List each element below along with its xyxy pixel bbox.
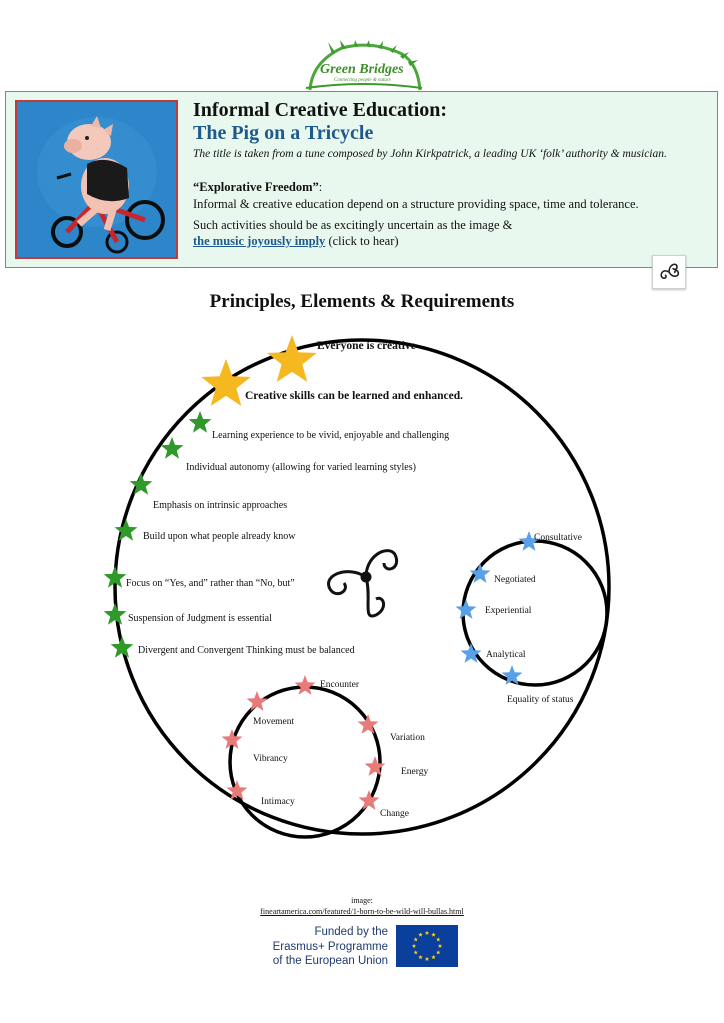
triskele-symbol bbox=[327, 549, 399, 618]
eu-flag-icon bbox=[396, 925, 458, 967]
green-star-icon bbox=[103, 566, 127, 588]
triskele-icon bbox=[660, 263, 680, 279]
blue-star-icon bbox=[455, 599, 477, 619]
freedom-paragraph-line3: the music joyously imply (click to hear) bbox=[193, 234, 399, 249]
principle-label: Build upon what people already know bbox=[143, 531, 296, 542]
logo-text: Green Bridges bbox=[320, 62, 404, 77]
eu-star-icon bbox=[436, 950, 441, 955]
blue-element-label: Analytical bbox=[486, 650, 526, 660]
principle-label: Suspension of Judgment is essential bbox=[128, 613, 272, 624]
page-title: Informal Creative Education: bbox=[193, 99, 448, 121]
triskele-icon-button[interactable] bbox=[652, 255, 686, 289]
green-star-icon bbox=[103, 603, 127, 625]
red-element-label: Intimacy bbox=[261, 797, 295, 807]
eu-star-icon bbox=[418, 932, 423, 937]
red-star-icon bbox=[357, 714, 379, 734]
music-link-suffix: (click to hear) bbox=[325, 234, 399, 248]
red-star-icon bbox=[221, 729, 243, 749]
outer-circle bbox=[113, 338, 611, 836]
gold-star-icon bbox=[267, 335, 317, 382]
principle-label: Divergent and Convergent Thinking must b… bbox=[138, 645, 355, 656]
principle-label: Focus on “Yes, and” rather than “No, but… bbox=[126, 578, 295, 589]
blue-star-icon bbox=[469, 563, 491, 583]
red-element-label: Encounter bbox=[320, 680, 360, 690]
eu-star-icon bbox=[431, 932, 436, 937]
explorative-freedom-heading: “Explorative Freedom”: bbox=[193, 180, 322, 195]
leaf-arch-icon bbox=[305, 40, 423, 91]
red-element-label: Movement bbox=[253, 717, 295, 727]
freedom-paragraph-line1: Informal & creative education depend on … bbox=[193, 197, 639, 211]
eu-star-icon bbox=[413, 950, 418, 955]
statement-everyone-creative: Everyone is creative bbox=[317, 340, 416, 352]
eu-star-icon bbox=[418, 955, 423, 960]
eu-star-icon bbox=[431, 955, 436, 960]
red-element-label: Vibrancy bbox=[253, 754, 288, 764]
green-star-icon bbox=[114, 519, 138, 541]
eu-star-icon bbox=[424, 930, 430, 935]
red-element-label: Variation bbox=[390, 733, 425, 743]
red-star-icon bbox=[246, 691, 268, 711]
green-star-icon bbox=[110, 636, 134, 658]
logo-tagline: Connecting people & nature bbox=[334, 78, 391, 83]
red-star-icon bbox=[364, 756, 386, 776]
music-link[interactable]: the music joyously imply bbox=[193, 234, 326, 248]
green-star-icon bbox=[129, 473, 153, 495]
page-subtitle-title: The Pig on a Tricycle bbox=[193, 122, 374, 144]
green-bridges-logo: Green Bridges Connecting people & nature bbox=[302, 40, 426, 92]
green-star-icon bbox=[188, 411, 212, 433]
blue-element-label: Negotiated bbox=[494, 575, 536, 585]
eu-star-icon bbox=[413, 937, 418, 942]
image-credit-link[interactable]: fineartamerica.com/featured/1-born-to-be… bbox=[260, 907, 464, 916]
funding-line2: Erasmus+ Programme bbox=[272, 940, 388, 953]
freedom-heading-text: “Explorative Freedom” bbox=[193, 180, 319, 194]
red-element-label: Energy bbox=[401, 767, 429, 777]
red-element-label: Change bbox=[380, 809, 409, 819]
red-star-icon bbox=[294, 675, 316, 695]
freedom-heading-colon: : bbox=[318, 180, 323, 194]
eu-star-icon bbox=[436, 937, 441, 942]
pig-on-tricycle-image bbox=[15, 100, 178, 259]
statement-skills-learned: Creative skills can be learned and enhan… bbox=[245, 390, 463, 402]
header-panel: Informal Creative Education: The Pig on … bbox=[5, 91, 718, 268]
principle-label: Emphasis on intrinsic approaches bbox=[153, 500, 287, 511]
blue-star-icon bbox=[460, 643, 482, 663]
eu-star-icon bbox=[424, 956, 430, 961]
blue-element-label: Experiential bbox=[485, 606, 532, 616]
principle-label: Learning experience to be vivid, enjoyab… bbox=[212, 430, 449, 441]
gold-star-icon bbox=[201, 359, 251, 406]
funding-line1: Funded by the bbox=[314, 926, 388, 938]
red-star-icon bbox=[226, 780, 248, 800]
principle-label: Individual autonomy (allowing for varied… bbox=[186, 462, 416, 473]
funding-line3: of the European Union bbox=[272, 955, 388, 967]
eu-star-icon bbox=[411, 943, 417, 948]
blue-element-label: Consultative bbox=[534, 533, 582, 543]
red-star-icon bbox=[358, 790, 380, 810]
erasmus-funding-block: Funded by the Erasmus+ Programme of the … bbox=[262, 925, 462, 970]
title-source-note: The title is taken from a tune composed … bbox=[193, 148, 667, 160]
blue-star-icon bbox=[501, 665, 523, 685]
blue-element-label: Equality of status bbox=[507, 694, 574, 705]
blue-star-icon bbox=[518, 531, 540, 551]
principles-diagram: Everyone is creative Creative skills can… bbox=[103, 335, 611, 839]
section-heading: Principles, Elements & Requirements bbox=[209, 291, 515, 312]
funding-text: Funded by the Erasmus+ Programme of the … bbox=[262, 925, 388, 969]
eu-star-icon bbox=[437, 943, 443, 948]
green-star-icon bbox=[160, 437, 184, 459]
image-credit-label: image: bbox=[351, 896, 373, 905]
freedom-paragraph-line2: Such activities should be as excitingly … bbox=[193, 218, 513, 232]
